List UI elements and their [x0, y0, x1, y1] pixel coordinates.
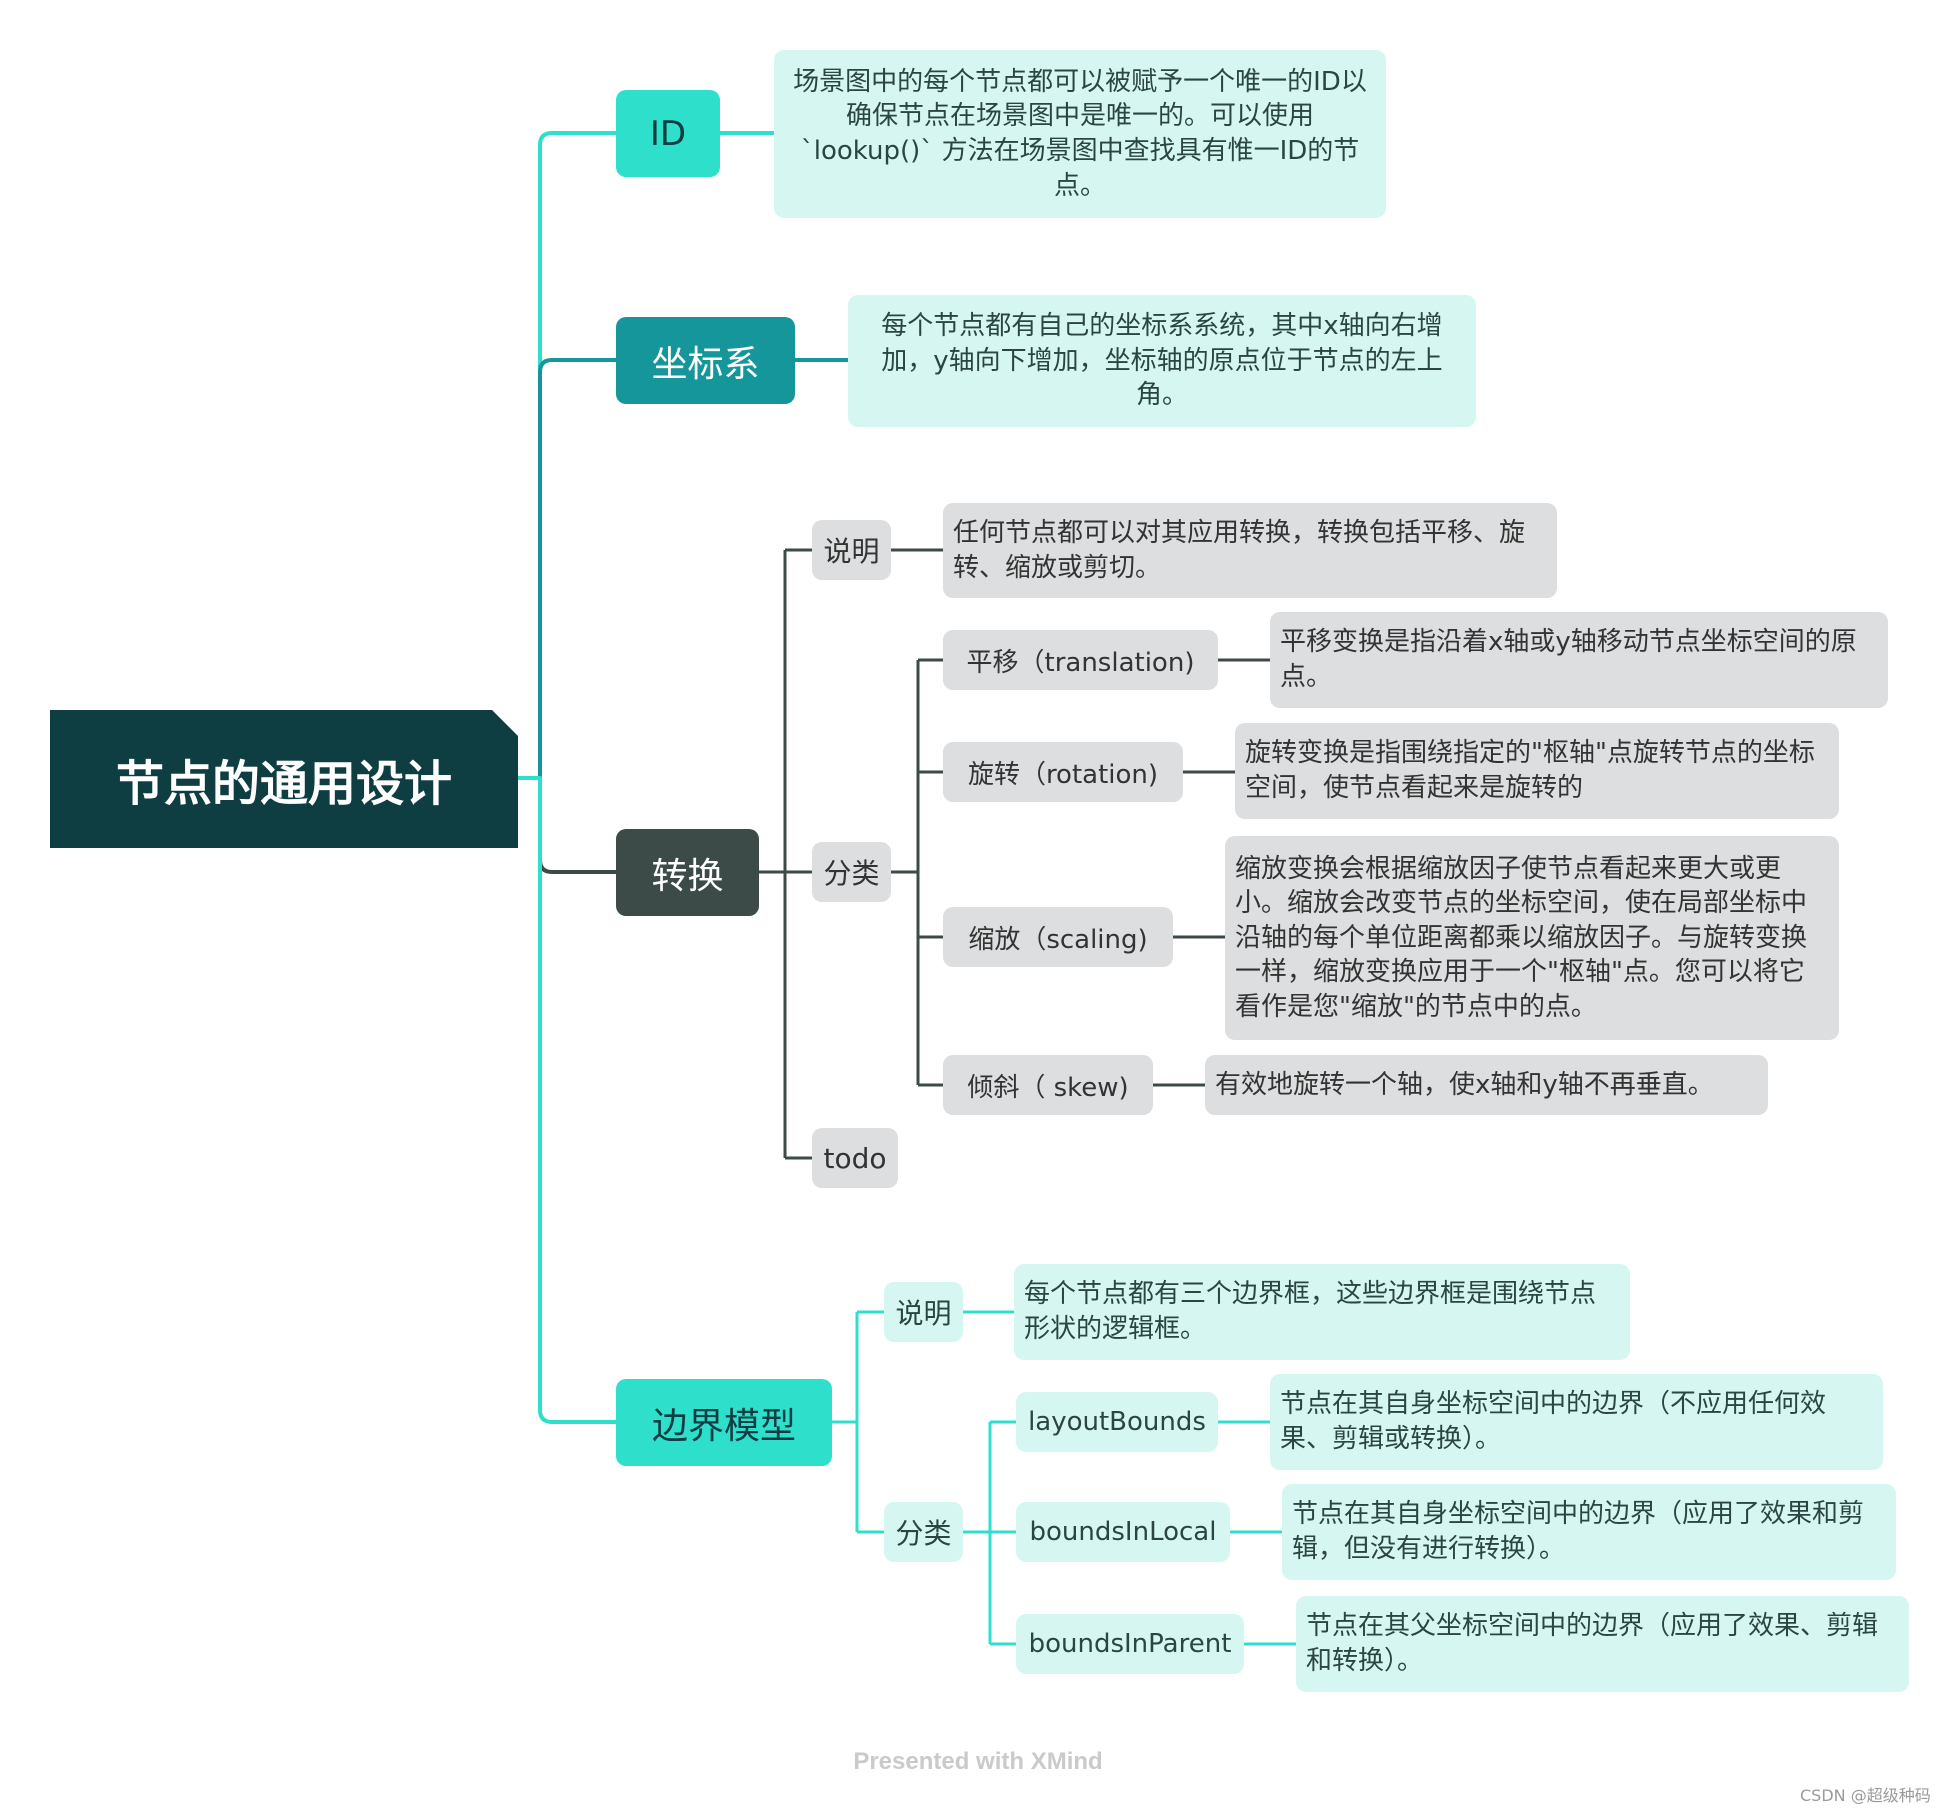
id-note-text: 场景图中的每个节点都可以被赋予一个唯一的ID以确保节点在场景图中是唯一的。可以使…	[793, 66, 1367, 201]
connector-transform-children	[759, 548, 812, 1160]
transform-category-topic[interactable]: 分类	[812, 842, 891, 902]
transform-skew-note-text: 有效地旋转一个轴，使x轴和y轴不再垂直。	[1215, 1069, 1714, 1100]
branch-transform-label: 转换	[651, 855, 724, 897]
transform-rotation-note-text: 旋转变换是指围绕指定的"枢轴"点旋转节点的坐标空间，使节点看起来是旋转的	[1245, 738, 1815, 803]
transform-translation-note-text: 平移变换是指沿着x轴或y轴移动节点坐标空间的原点。	[1280, 627, 1857, 692]
connector-transform-item-notes	[1153, 658, 1270, 1087]
transform-rotation-note[interactable]: 旋转变换是指围绕指定的"枢轴"点旋转节点的坐标空间，使节点看起来是旋转的	[1235, 723, 1839, 819]
branch-bounds-model-label: 边界模型	[651, 1405, 796, 1447]
transform-skew-label: 倾斜（ skew)	[967, 1072, 1129, 1103]
connector-root-bounds	[516, 776, 618, 1424]
transform-skew-topic[interactable]: 倾斜（ skew)	[943, 1055, 1153, 1115]
connector-transform-cat-items	[891, 658, 943, 1087]
bounds-boundsinlocal-topic[interactable]: boundsInLocal	[1016, 1502, 1230, 1562]
bounds-desc-topic[interactable]: 说明	[884, 1282, 963, 1342]
bounds-desc-label: 说明	[895, 1297, 952, 1330]
coordinate-note[interactable]: 每个节点都有自己的坐标系系统，其中x轴向右增加，y轴向下增加，坐标轴的原点位于节…	[848, 295, 1476, 427]
branch-transform[interactable]: 转换	[616, 829, 759, 916]
bounds-boundsinparent-note-text: 节点在其父坐标空间中的边界（应用了效果、剪辑和转换）。	[1306, 1611, 1879, 1676]
branch-bounds-model[interactable]: 边界模型	[616, 1379, 832, 1466]
connector-root-transform	[516, 776, 618, 874]
root-topic-label: 节点的通用设计	[115, 756, 452, 812]
branch-coordinate-system[interactable]: 坐标系	[616, 317, 795, 404]
connector-root-coordinate	[516, 358, 618, 780]
transform-scaling-note-text: 缩放变换会根据缩放因子使节点看起来更大或更小。缩放会改变节点的坐标空间，使在局部…	[1235, 853, 1808, 1022]
coordinate-note-text: 每个节点都有自己的坐标系系统，其中x轴向右增加，y轴向下增加，坐标轴的原点位于节…	[881, 311, 1443, 411]
transform-desc-note-text: 任何节点都可以对其应用转换，转换包括平移、旋转、缩放或剪切。	[953, 517, 1526, 583]
transform-desc-note[interactable]: 任何节点都可以对其应用转换，转换包括平移、旋转、缩放或剪切。	[943, 503, 1557, 598]
bounds-category-topic[interactable]: 分类	[884, 1502, 963, 1562]
bounds-boundsinlocal-label: boundsInLocal	[1029, 1517, 1217, 1547]
xmind-footer: Presented with XMind	[853, 1748, 1103, 1775]
bounds-boundsinparent-label: boundsInParent	[1028, 1629, 1232, 1659]
connector-bounds-item-notes	[1218, 1420, 1296, 1646]
root-topic[interactable]: 节点的通用设计	[50, 710, 518, 848]
transform-todo-topic[interactable]: todo	[812, 1128, 898, 1188]
connector-root-id	[516, 131, 618, 780]
branch-coordinate-system-label: 坐标系	[651, 343, 760, 385]
transform-desc-label: 说明	[823, 535, 880, 568]
branch-id[interactable]: ID	[616, 90, 720, 177]
transform-translation-topic[interactable]: 平移（translation)	[943, 630, 1218, 690]
bounds-boundsinparent-note[interactable]: 节点在其父坐标空间中的边界（应用了效果、剪辑和转换）。	[1296, 1596, 1909, 1692]
transform-scaling-topic[interactable]: 缩放（scaling)	[943, 907, 1173, 967]
connector-bounds-cat-items	[963, 1420, 1016, 1646]
bounds-desc-note-text: 每个节点都有三个边界框，这些边界框是围绕节点形状的逻辑框。	[1024, 1279, 1597, 1344]
bounds-layoutbounds-topic[interactable]: layoutBounds	[1016, 1392, 1218, 1452]
transform-skew-note[interactable]: 有效地旋转一个轴，使x轴和y轴不再垂直。	[1205, 1055, 1768, 1115]
bounds-layoutbounds-note-text: 节点在其自身坐标空间中的边界（不应用任何效果、剪辑或转换）。	[1280, 1389, 1827, 1454]
bounds-layoutbounds-note[interactable]: 节点在其自身坐标空间中的边界（不应用任何效果、剪辑或转换）。	[1270, 1374, 1883, 1470]
bounds-desc-note[interactable]: 每个节点都有三个边界框，这些边界框是围绕节点形状的逻辑框。	[1014, 1264, 1630, 1360]
transform-category-label: 分类	[823, 857, 880, 890]
transform-rotation-topic[interactable]: 旋转（rotation)	[943, 742, 1183, 802]
transform-scaling-label: 缩放（scaling)	[968, 924, 1148, 955]
connector-bounds-children	[832, 1310, 884, 1534]
bounds-layoutbounds-label: layoutBounds	[1028, 1407, 1206, 1437]
bounds-boundsinlocal-note-text: 节点在其自身坐标空间中的边界（应用了效果和剪辑，但没有进行转换）。	[1292, 1499, 1865, 1564]
transform-todo-label: todo	[823, 1141, 887, 1175]
bounds-boundsinlocal-note[interactable]: 节点在其自身坐标空间中的边界（应用了效果和剪辑，但没有进行转换）。	[1282, 1484, 1896, 1580]
transform-rotation-label: 旋转（rotation)	[967, 759, 1159, 790]
csdn-watermark: CSDN @超级种码	[1800, 1786, 1931, 1805]
branch-id-label: ID	[649, 113, 687, 154]
transform-translation-label: 平移（translation)	[966, 647, 1195, 678]
transform-translation-note[interactable]: 平移变换是指沿着x轴或y轴移动节点坐标空间的原点。	[1270, 612, 1888, 708]
root-topic-corner-fold	[492, 710, 518, 736]
bounds-category-label: 分类	[895, 1517, 952, 1550]
bounds-boundsinparent-topic[interactable]: boundsInParent	[1016, 1614, 1244, 1674]
transform-desc-topic[interactable]: 说明	[812, 520, 891, 580]
transform-scaling-note[interactable]: 缩放变换会根据缩放因子使节点看起来更大或更小。缩放会改变节点的坐标空间，使在局部…	[1225, 836, 1839, 1040]
id-note[interactable]: 场景图中的每个节点都可以被赋予一个唯一的ID以确保节点在场景图中是唯一的。可以使…	[774, 50, 1386, 218]
